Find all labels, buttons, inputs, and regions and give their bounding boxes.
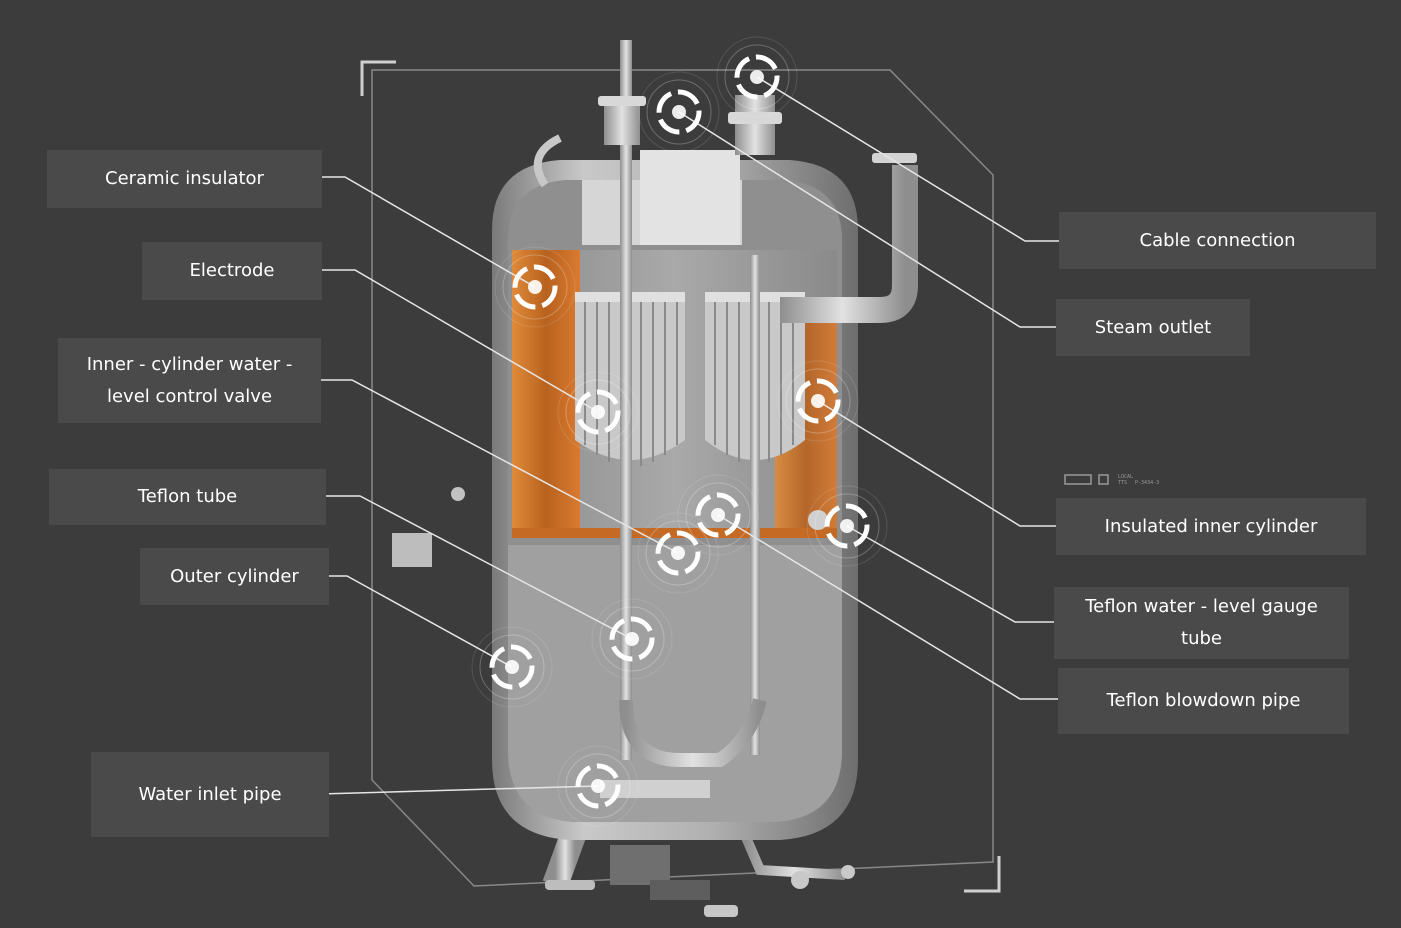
tag-line-3: P-3434-3 [1135, 480, 1160, 486]
label-text: Steam outlet [1094, 316, 1212, 338]
label-outer-cylinder[interactable]: Outer cylinder [140, 548, 329, 605]
target-ring-icon[interactable] [591, 598, 673, 680]
label-text: Water inlet pipe [138, 783, 282, 805]
label-text: Outer cylinder [170, 565, 299, 587]
target-ring-icon[interactable] [806, 485, 888, 567]
leader-steam-outlet [678, 111, 1062, 328]
leader-inner-valve [312, 379, 679, 554]
leader-electrode [311, 269, 599, 413]
tag-label: LOCAL TTS P-3434-3 [1118, 474, 1159, 486]
leader-lines [309, 76, 1066, 795]
target-ring-icon[interactable] [557, 371, 639, 453]
label-text: Insulated inner cylinder [1104, 515, 1318, 537]
label-steam-outlet[interactable]: Steam outlet [1056, 299, 1250, 356]
label-insulated-inner-cylinder[interactable]: Insulated inner cylinder [1056, 498, 1366, 555]
label-text: Electrode [189, 260, 275, 281]
label-electrode[interactable]: Electrode [142, 242, 322, 300]
rods-and-pipes [392, 40, 918, 798]
target-ring-icon[interactable] [677, 474, 759, 556]
target-ring-icon[interactable] [637, 512, 719, 594]
tag-graphic [1064, 474, 1109, 485]
top-block [582, 150, 742, 245]
tag-line-2: TTS [1118, 480, 1128, 486]
target-ring-icon[interactable] [471, 626, 553, 708]
label-teflon-water-level-gauge-tube[interactable]: Teflon water - level gauge tube [1054, 587, 1349, 659]
leader-water-inlet [319, 785, 599, 795]
label-text: Teflon blowdown pipe [1106, 690, 1301, 711]
target-ring-icon[interactable] [494, 246, 576, 328]
label-text: Ceramic insulator [105, 168, 264, 189]
label-teflon-blowdown-pipe[interactable]: Teflon blowdown pipe [1058, 668, 1349, 734]
leader-blowdown [717, 514, 1066, 700]
leader-cable-connection [756, 76, 1066, 242]
label-text-line-1: Inner - cylinder water - [86, 353, 293, 375]
target-ring-icon[interactable] [716, 36, 798, 118]
leader-gauge-tube [846, 525, 1062, 623]
label-text-line-2: level control valve [106, 385, 273, 407]
label-text: Teflon water - level gauge tube [1085, 596, 1318, 649]
leader-teflon-tube [316, 495, 633, 640]
leader-outer-cylinder [325, 575, 513, 668]
target-ring-icon[interactable] [777, 360, 859, 442]
leader-insulated-inner [817, 400, 1062, 527]
hotspots [471, 36, 888, 827]
label-water-inlet-pipe[interactable]: Water inlet pipe [91, 752, 329, 837]
label-cable-connection[interactable]: Cable connection [1059, 212, 1376, 269]
tag-line-1: LOCAL [1118, 474, 1134, 480]
label-text: Teflon tube [137, 486, 238, 507]
label-teflon-tube[interactable]: Teflon tube [49, 469, 326, 525]
frame-outline [360, 60, 1001, 893]
target-ring-icon[interactable] [557, 745, 639, 827]
label-inner-cylinder-valve[interactable]: Inner - cylinder water - level control v… [58, 338, 321, 423]
target-ring-icon[interactable] [638, 71, 720, 153]
label-text: Cable connection [1139, 229, 1296, 251]
label-ceramic-insulator[interactable]: Ceramic insulator [47, 150, 322, 208]
